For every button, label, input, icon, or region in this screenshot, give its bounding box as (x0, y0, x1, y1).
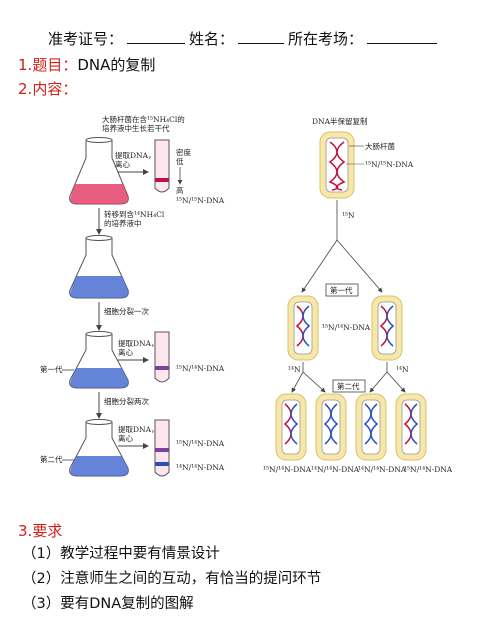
section-content: 2.内容： (18, 78, 77, 99)
branch-2c (369, 371, 388, 393)
parent-dna (319, 131, 355, 199)
section-3-label: 要求 (32, 522, 63, 540)
requirement-2: （2）注意师生之间的互动，有恰当的提问环节 (22, 571, 322, 587)
n14-left-label: ¹⁴N (288, 365, 301, 374)
divide-twice-label: 细胞分裂两次 (104, 396, 149, 406)
gen1-dna-label: ¹⁵N/¹⁴N-DNA (322, 323, 371, 332)
density-low: 低 (176, 156, 184, 166)
flask-heavy-medium (69, 137, 129, 205)
branch-2b (302, 371, 326, 393)
transfer-label-1: 转移到含¹⁴NH₄Cl (104, 209, 165, 219)
gen2-dna-label-2: ¹⁴N/¹⁴N-DNA (311, 465, 360, 474)
branch-2a (291, 371, 304, 393)
gen1-dna-right (371, 295, 403, 361)
extract-label-2b: 离心 (118, 347, 133, 357)
section-2-number: 2. (18, 80, 33, 98)
flask-light-medium (69, 235, 129, 299)
requirement-3: （3）要有DNA复制的图解 (22, 596, 194, 612)
band-heavy-label: ¹⁵N/¹⁵N-DNA (176, 196, 225, 205)
name-label: 姓名： (189, 30, 235, 48)
right-figure-title: DNA半保留复制 (312, 116, 368, 126)
section-title: 1.题目：DNA的复制 (18, 54, 155, 75)
section-1-number: 1. (18, 56, 33, 74)
gen2-dna-label-4: ¹⁵N/¹⁴N-DNA (404, 465, 453, 474)
band-hybrid-2 (155, 448, 169, 452)
band-light-label: ¹⁴N/¹⁴N-DNA (176, 463, 225, 472)
gen2-dna-2 (315, 393, 347, 461)
extract-label-3b: 离心 (118, 433, 133, 443)
branch-left (301, 239, 338, 293)
exam-id-label: 准考证号： (48, 30, 124, 48)
density-label: 密度 (176, 147, 191, 157)
venue-label: 所在考场： (288, 30, 364, 48)
requirement-1: （1）教学过程中要有情景设计 (22, 546, 220, 562)
n15-label: ¹⁵N (342, 211, 355, 220)
tube-3 (154, 419, 170, 477)
culture-label-line2: 培养液中生长若干代 (102, 123, 170, 133)
branch-right (336, 239, 383, 293)
divide-once-label: 细胞分裂一次 (104, 306, 149, 316)
gen1-box-label: 第一代 (330, 285, 353, 295)
extract-label-2a: 提取DNA， (118, 338, 159, 348)
flask-gen2 (69, 419, 129, 477)
name-blank (238, 29, 285, 44)
band-light (155, 462, 169, 466)
parent-dna-label: ¹⁵N/¹⁵N-DNA (365, 160, 414, 169)
ecoli-label: 大肠杆菌 (365, 141, 395, 151)
band-hybrid-2-label: ¹⁵N/¹⁴N-DNA (176, 439, 225, 448)
extract-label-1b: 离心 (115, 159, 130, 169)
culture-label-line1: 大肠杆菌在含¹⁵NH₄Cl的 (102, 114, 185, 124)
gen2-box (332, 379, 366, 393)
gen2-dna-label-1: ¹⁵N/¹⁴N-DNA (263, 465, 312, 474)
section-requirements: 3.要求 (18, 520, 62, 541)
tube-2 (154, 331, 170, 383)
band-hybrid-1 (155, 366, 169, 370)
gen2-dna-4 (395, 393, 427, 461)
extract-label-1a: 提取DNA， (115, 150, 156, 160)
flask-gen1 (69, 331, 129, 389)
gen1-label-left: 第一代 (40, 364, 63, 374)
gen2-label-left: 第二代 (40, 454, 63, 464)
n14-right-label: ¹⁴N (396, 365, 409, 374)
gen1-dna-left (287, 295, 319, 361)
exam-id-blank (127, 29, 186, 44)
section-1-label: 题目： (32, 56, 78, 74)
transfer-label-2: 的培养液中 (104, 218, 142, 228)
exam-header: 准考证号： 姓名： 所在考场： (48, 28, 441, 49)
branch-2d (386, 371, 406, 393)
venue-blank (367, 29, 438, 44)
gen1-box (325, 283, 359, 297)
section-3-number: 3. (18, 522, 33, 540)
band-heavy (155, 178, 169, 182)
gen2-box-label: 第二代 (337, 381, 360, 391)
gen2-dna-3 (355, 393, 387, 461)
band-hybrid-1-label: ¹⁵N/¹⁴N-DNA (176, 364, 225, 373)
topic-title: DNA的复制 (77, 56, 156, 74)
density-high: 高 (176, 185, 184, 195)
section-2-label: 内容： (32, 80, 78, 98)
extract-label-3a: 提取DNA， (118, 424, 159, 434)
gen2-dna-label-3: ¹⁴N/¹⁴N-DNA (358, 465, 407, 474)
gen2-dna-1 (275, 393, 307, 461)
tube-1 (154, 139, 170, 193)
